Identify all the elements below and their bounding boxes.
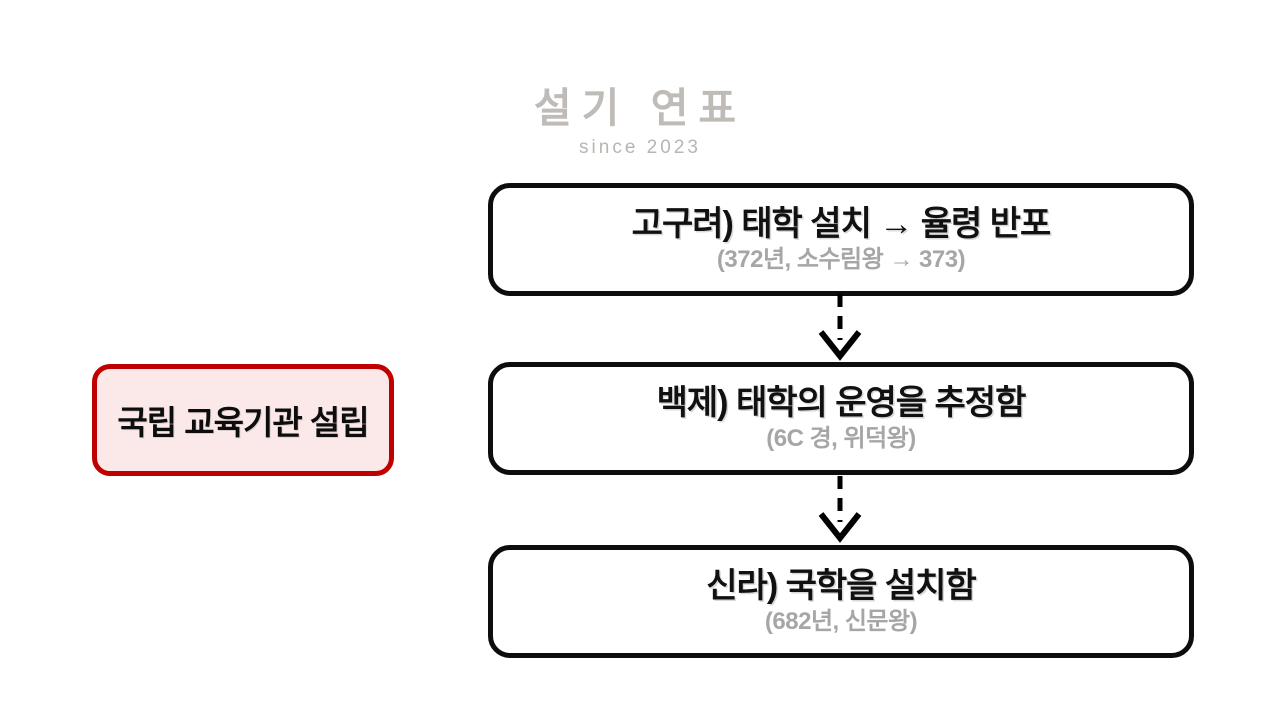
dashed-down-arrow-icon bbox=[815, 476, 865, 546]
flow-box-title: 신라) 국학을 설치함 bbox=[706, 567, 976, 606]
watermark-since-text: since 2023 bbox=[579, 137, 701, 158]
flow-box-subtitle: (6C 경, 위덕왕) bbox=[766, 425, 916, 453]
flow-box-title: 백제) 태학의 운영을 추정함 bbox=[656, 384, 1027, 423]
category-label-box: 국립 교육기관 설립 bbox=[92, 364, 394, 476]
flow-box-subtitle: (372년, 소수림왕 → 373) bbox=[716, 246, 966, 274]
category-label-text: 국립 교육기관 설립 bbox=[117, 404, 369, 441]
flow-box-subtitle: (682년, 신문왕) bbox=[764, 608, 918, 636]
watermark: 설기 연표 since 2023 bbox=[420, 74, 860, 159]
dashed-down-arrow-icon bbox=[815, 294, 865, 364]
flow-box-title: 고구려) 태학 설치 → 율령 반포 bbox=[631, 205, 1052, 244]
watermark-logo-text: 설기 연표 bbox=[533, 85, 747, 131]
flow-box-baekje: 백제) 태학의 운영을 추정함 (6C 경, 위덕왕) bbox=[488, 362, 1194, 475]
flow-box-silla: 신라) 국학을 설치함 (682년, 신문왕) bbox=[488, 545, 1194, 658]
flow-box-goguryeo: 고구려) 태학 설치 → 율령 반포 (372년, 소수림왕 → 373) bbox=[488, 183, 1194, 296]
